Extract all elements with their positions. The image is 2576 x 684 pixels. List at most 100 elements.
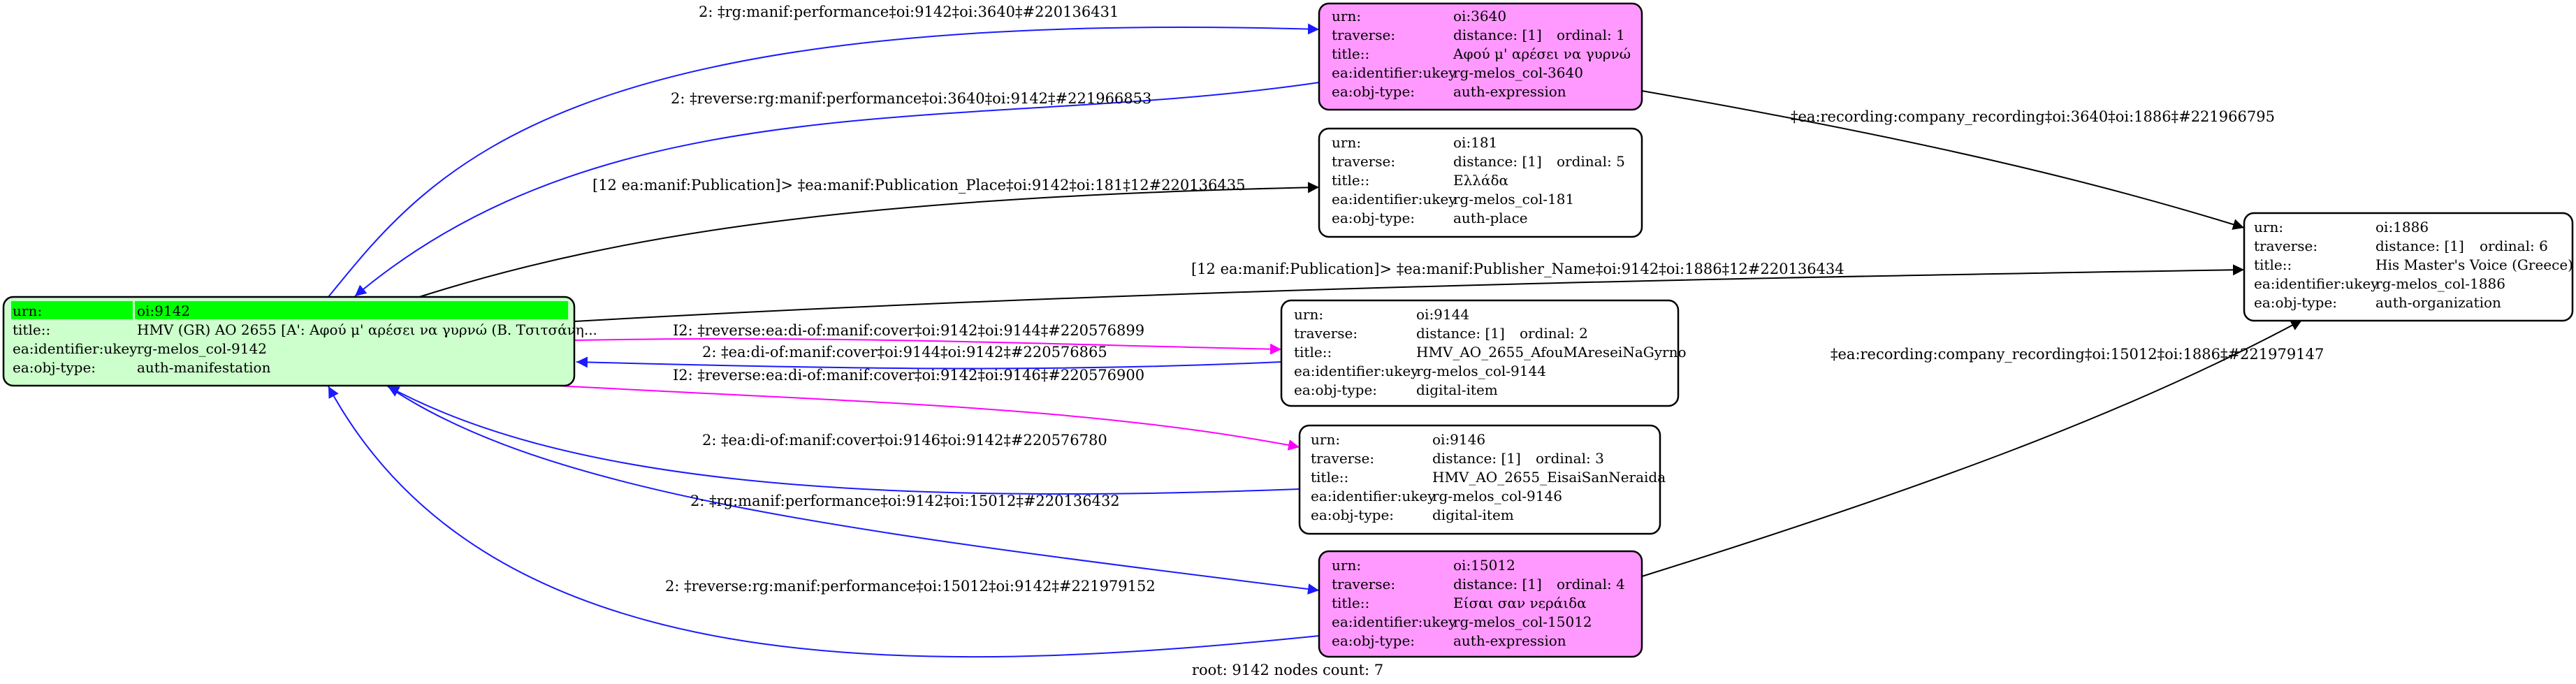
edge-performance-9142-3640[interactable] bbox=[328, 23, 1320, 298]
node-title: Ελλάδα bbox=[1453, 172, 1508, 189]
edge-publisher-name-9142-1886[interactable] bbox=[574, 264, 2245, 322]
field-label-traverse: traverse: bbox=[2254, 238, 2317, 254]
field-label-traverse: traverse: bbox=[1332, 153, 1395, 170]
node-box bbox=[1298, 424, 1661, 535]
field-label-identifier: ea:identifier:ukey bbox=[1311, 488, 1436, 504]
field-label-obj-type: ea:obj-type: bbox=[1332, 632, 1415, 649]
node-box bbox=[1318, 127, 1643, 238]
node-box bbox=[1318, 550, 1643, 658]
node-ordinal: ordinal: 3 bbox=[1536, 450, 1604, 467]
field-label-title: title:: bbox=[1332, 595, 1369, 611]
edge-label: 2: ‡rg:manif:performance‡oi:9142‡oi:1501… bbox=[690, 493, 1120, 509]
node-distance: distance: [1] bbox=[1453, 576, 1542, 592]
node-urn: oi:15012 bbox=[1453, 557, 1515, 574]
node-identifier: rg-melos_col-9142 bbox=[137, 340, 267, 357]
node-obj-type: digital-item bbox=[1432, 507, 1514, 523]
node-urn: oi:9144 bbox=[1416, 306, 1469, 323]
node-ordinal: ordinal: 1 bbox=[1557, 27, 1625, 43]
node-identifier: rg-melos_col-15012 bbox=[1453, 613, 1592, 630]
field-label-traverse: traverse: bbox=[1311, 450, 1374, 467]
node-title: HMV_AO_2655_EisaiSanNeraida bbox=[1432, 469, 1666, 486]
edge-performance-9142-15012[interactable] bbox=[387, 386, 1320, 595]
edge-reverse-performance-3640-9142[interactable] bbox=[354, 82, 1320, 297]
node-urn: oi:9146 bbox=[1432, 431, 1485, 448]
node-obj-type: auth-expression bbox=[1453, 632, 1566, 649]
field-label-urn: urn: bbox=[13, 303, 42, 319]
node-181[interactable]: urn: oi:181 traverse: distance: [1] ordi… bbox=[1318, 127, 1643, 238]
node-identifier: rg-melos_col-1886 bbox=[2375, 275, 2505, 292]
edge-label: I2: ‡reverse:ea:di-of:manif:cover‡oi:914… bbox=[673, 322, 1144, 339]
node-title: His Master's Voice (Greece) bbox=[2375, 256, 2573, 273]
node-ordinal: ordinal: 6 bbox=[2480, 238, 2548, 254]
edge-label: ‡ea:recording:company_recording‡oi:15012… bbox=[1831, 346, 2324, 363]
edges bbox=[328, 23, 2303, 658]
field-label-identifier: ea:identifier:ukey bbox=[13, 340, 138, 357]
edge-company-recording-15012-1886[interactable] bbox=[1641, 319, 2303, 577]
edge-reverse-performance-15012-9142[interactable] bbox=[328, 386, 1320, 658]
edge-label: I2: ‡reverse:ea:di-of:manif:cover‡oi:914… bbox=[673, 367, 1144, 384]
urn-row-highlight-key bbox=[11, 301, 133, 319]
node-distance: distance: [1] bbox=[2375, 238, 2464, 254]
node-box bbox=[2243, 212, 2574, 322]
field-label-obj-type: ea:obj-type: bbox=[1294, 381, 1377, 398]
footer-caption: root: 9142 nodes count: 7 bbox=[1192, 662, 1383, 678]
field-label-identifier: ea:identifier:ukey bbox=[1332, 613, 1457, 630]
field-label-title: title:: bbox=[1332, 172, 1369, 189]
node-title: Είσαι σαν νεράιδα bbox=[1453, 595, 1587, 611]
node-9144[interactable]: urn: oi:9144 traverse: distance: [1] ord… bbox=[1280, 299, 1687, 407]
edge-label: [12 ea:manif:Publication]> ‡ea:manif:Pub… bbox=[592, 177, 1245, 194]
node-root-9142[interactable]: urn: oi:9142 title:: HMV (GR) AO 2655 [A… bbox=[2, 296, 597, 387]
node-title: Αφού μ' αρέσει να γυρνώ bbox=[1453, 45, 1631, 62]
field-label-identifier: ea:identifier:ukey bbox=[1332, 191, 1457, 208]
field-label-obj-type: ea:obj-type: bbox=[2254, 294, 2337, 311]
node-distance: distance: [1] bbox=[1432, 450, 1521, 467]
node-9146[interactable]: urn: oi:9146 traverse: distance: [1] ord… bbox=[1298, 424, 1666, 535]
node-ordinal: ordinal: 5 bbox=[1557, 153, 1625, 170]
field-label-identifier: ea:identifier:ukey bbox=[2254, 275, 2379, 292]
node-identifier: rg-melos_col-9146 bbox=[1432, 488, 1562, 504]
field-label-obj-type: ea:obj-type: bbox=[1332, 210, 1415, 226]
field-label-title: title:: bbox=[1311, 469, 1348, 486]
node-urn: oi:181 bbox=[1453, 134, 1497, 151]
edge-cover-9146-9142[interactable] bbox=[387, 386, 1300, 495]
field-label-identifier: ea:identifier:ukey bbox=[1294, 363, 1419, 379]
node-identifier: rg-melos_col-9144 bbox=[1416, 363, 1546, 379]
node-distance: distance: [1] bbox=[1416, 325, 1505, 342]
edge-label: 2: ‡rg:manif:performance‡oi:9142‡oi:3640… bbox=[699, 3, 1119, 20]
node-title: HMV_AO_2655_AfouMAreseiNaGyrno bbox=[1416, 344, 1687, 361]
field-label-title: title:: bbox=[1294, 344, 1332, 361]
node-obj-type: digital-item bbox=[1416, 381, 1498, 398]
field-label-traverse: traverse: bbox=[1332, 27, 1395, 43]
field-label-obj-type: ea:obj-type: bbox=[13, 359, 96, 376]
node-distance: distance: [1] bbox=[1453, 27, 1542, 43]
edge-reverse-cover-9142-9144[interactable] bbox=[574, 338, 1282, 355]
urn-row-highlight-value bbox=[135, 301, 568, 319]
field-label-identifier: ea:identifier:ukey bbox=[1332, 64, 1457, 81]
node-identifier: rg-melos_col-3640 bbox=[1453, 64, 1583, 81]
edge-label: 2: ‡ea:di-of:manif:cover‡oi:9146‡oi:9142… bbox=[702, 432, 1107, 449]
edge-cover-9144-9142[interactable] bbox=[576, 356, 1282, 370]
field-label-obj-type: ea:obj-type: bbox=[1311, 507, 1394, 523]
field-label-traverse: traverse: bbox=[1294, 325, 1358, 342]
field-label-title: title:: bbox=[1332, 45, 1369, 62]
edge-publication-place-9142-181[interactable] bbox=[419, 182, 1320, 298]
edge-label: 2: ‡reverse:rg:manif:performance‡oi:1501… bbox=[665, 578, 1156, 595]
node-ordinal: ordinal: 4 bbox=[1557, 576, 1625, 592]
node-15012[interactable]: urn: oi:15012 traverse: distance: [1] or… bbox=[1318, 550, 1643, 658]
node-3640[interactable]: urn: oi:3640 traverse: distance: [1] ord… bbox=[1318, 2, 1643, 111]
edge-label: ‡ea:recording:company_recording‡oi:3640‡… bbox=[1791, 108, 2275, 125]
field-label-urn: urn: bbox=[1332, 134, 1361, 151]
field-label-urn: urn: bbox=[2254, 219, 2283, 235]
node-box bbox=[1318, 2, 1643, 111]
field-label-urn: urn: bbox=[1332, 557, 1361, 574]
node-box bbox=[1280, 299, 1680, 407]
node-identifier: rg-melos_col-181 bbox=[1453, 191, 1574, 208]
node-urn: oi:3640 bbox=[1453, 8, 1506, 24]
field-label-urn: urn: bbox=[1332, 8, 1361, 24]
field-label-title: title:: bbox=[13, 321, 50, 338]
node-1886[interactable]: urn: oi:1886 traverse: distance: [1] ord… bbox=[2243, 212, 2574, 322]
field-label-urn: urn: bbox=[1294, 306, 1323, 323]
edge-company-recording-3640-1886[interactable] bbox=[1641, 90, 2245, 230]
edge-reverse-cover-9142-9146[interactable] bbox=[532, 384, 1300, 451]
node-distance: distance: [1] bbox=[1453, 153, 1542, 170]
